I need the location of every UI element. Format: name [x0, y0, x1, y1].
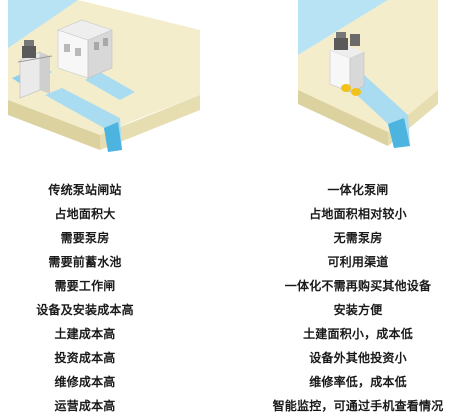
- pump-gate-side: [349, 51, 365, 93]
- traditional-item: 维修成本高: [54, 375, 116, 389]
- integrated-pump-gate-illustration: [298, 0, 438, 148]
- traditional-item: 需要工作闸: [54, 279, 116, 293]
- pump-gate-machinery: [350, 34, 360, 46]
- ground-top: [298, 0, 438, 132]
- integrated-item: 智能监控，可通过手机查看情况: [272, 399, 444, 413]
- integrated-title: 一体化泵闸: [327, 183, 389, 197]
- traditional-item: 运营成本高: [54, 399, 116, 413]
- integrated-item: 维修率低，成本低: [309, 375, 407, 389]
- channel-water: [45, 88, 122, 152]
- pump-house-window: [75, 48, 81, 56]
- ground-side: [8, 100, 100, 150]
- traditional-item: 占地面积大: [54, 207, 116, 221]
- integrated-item: 可利用渠道: [327, 255, 389, 269]
- pump-house-window: [64, 44, 70, 52]
- traditional-item: 需要前蓄水池: [48, 255, 122, 269]
- integrated-item: 无需泵房: [333, 231, 383, 245]
- side-channel: [85, 72, 135, 100]
- traditional-item: 设备及安装成本高: [36, 303, 134, 317]
- traditional-comparison-list: 传统泵站闸站 占地面积大 需要泵房 需要前蓄水池 需要工作闸 设备及安装成本高 …: [0, 178, 170, 418]
- channel-outlet: [388, 118, 410, 148]
- traditional-item: 投资成本高: [54, 351, 116, 365]
- gate-machinery-top: [24, 40, 34, 46]
- gate-rail: [17, 55, 53, 63]
- traditional-item: 需要泵房: [60, 231, 110, 245]
- gate-structure-side: [40, 52, 50, 94]
- pump-unit: [341, 84, 351, 92]
- integrated-item: 土建面积小，成本低: [303, 327, 413, 341]
- pump-gate-machinery: [334, 38, 348, 50]
- integrated-item: 设备外其他投资小: [309, 351, 407, 365]
- traditional-item: 土建成本高: [54, 327, 116, 341]
- pump-unit: [351, 88, 361, 96]
- pump-house-window: [94, 42, 99, 50]
- gate-machinery: [22, 46, 36, 58]
- ground-side-right: [100, 95, 200, 150]
- integrated-item: 占地面积相对较小: [309, 207, 407, 221]
- integrated-comparison-list: 一体化泵闸 占地面积相对较小 无需泵房 可利用渠道 一体化不需再购买其他设备 安…: [250, 178, 466, 418]
- integrated-item: 安装方便: [333, 303, 383, 317]
- traditional-title: 传统泵站闸站: [48, 183, 122, 197]
- channel-outlet: [104, 122, 122, 152]
- pump-gate-machinery-top: [336, 32, 346, 38]
- pump-house-window: [103, 38, 108, 46]
- pump-house-roof: [57, 19, 113, 41]
- traditional-pump-station-illustration: [8, 0, 200, 152]
- ground-side: [298, 90, 388, 146]
- integrated-item: 一体化不需再购买其他设备: [284, 279, 432, 293]
